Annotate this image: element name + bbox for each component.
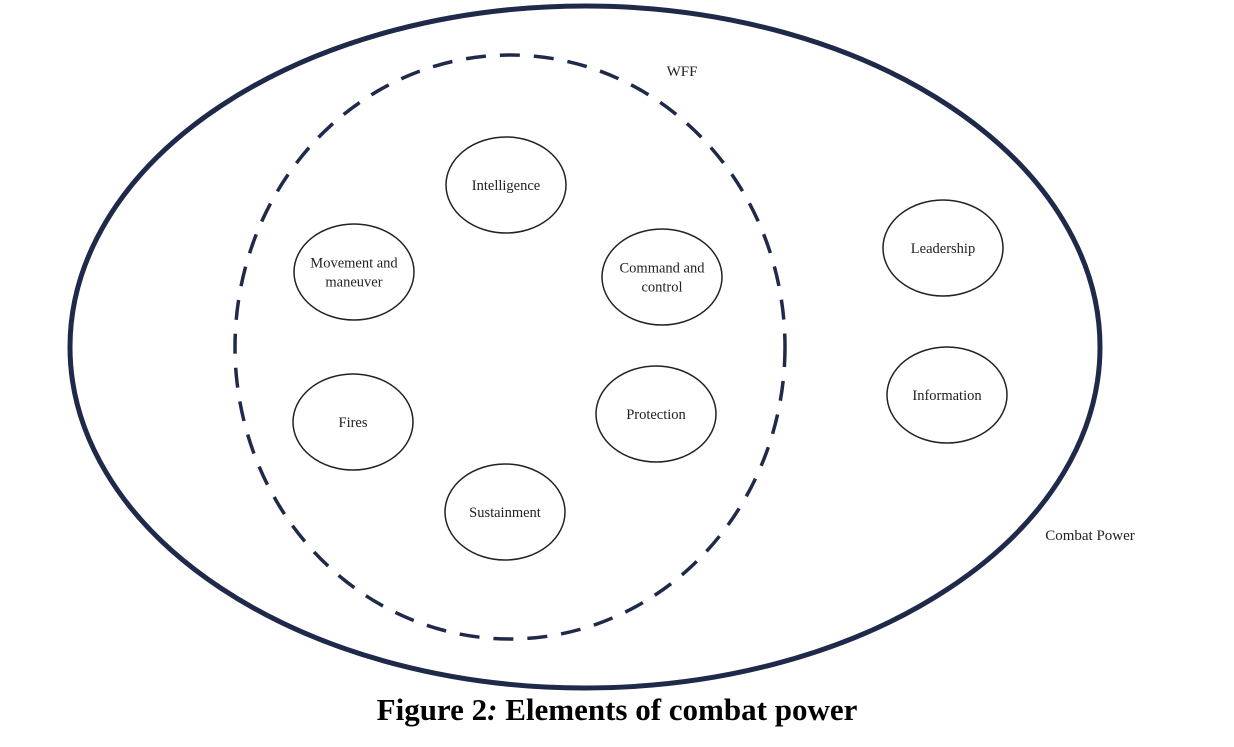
node-label: Intelligence (472, 178, 540, 194)
figure-caption: Figure 2: Elements of combat power (0, 692, 1234, 728)
node-ellipse (444, 463, 566, 561)
node-fires: Fires (292, 373, 414, 471)
combat-power-label: Combat Power (1045, 528, 1135, 544)
node-ellipse (595, 365, 717, 463)
node-information: Information (886, 346, 1008, 444)
node-ellipse (601, 228, 723, 326)
caption-prefix: Figure 2 (376, 692, 488, 727)
node-movement-and-maneuver: Movement and maneuver (293, 223, 415, 321)
node-label: Movement and (310, 256, 398, 272)
node-ellipse (293, 223, 415, 321)
caption-separator: : (487, 692, 498, 727)
node-label: Command and (620, 261, 706, 277)
node-label: Information (912, 388, 982, 404)
caption-text: Elements of combat power (497, 692, 858, 727)
node-sustainment: Sustainment (444, 463, 566, 561)
wff-dashed-circle (233, 53, 787, 641)
wff-label: WFF (667, 64, 698, 80)
node-leadership: Leadership (882, 199, 1004, 297)
combat-power-ellipse (67, 3, 1103, 691)
node-label: control (641, 280, 682, 296)
node-command-and-control: Command and control (601, 228, 723, 326)
node-protection: Protection (595, 365, 717, 463)
node-label: Protection (626, 407, 686, 423)
node-label: Sustainment (469, 505, 541, 521)
node-label: maneuver (325, 275, 382, 291)
node-label: Leadership (911, 241, 975, 257)
node-label: Fires (339, 415, 368, 431)
node-intelligence: Intelligence (445, 136, 567, 234)
node-ellipse (886, 346, 1008, 444)
node-ellipse (292, 373, 414, 471)
node-ellipse (445, 136, 567, 234)
node-ellipse (882, 199, 1004, 297)
